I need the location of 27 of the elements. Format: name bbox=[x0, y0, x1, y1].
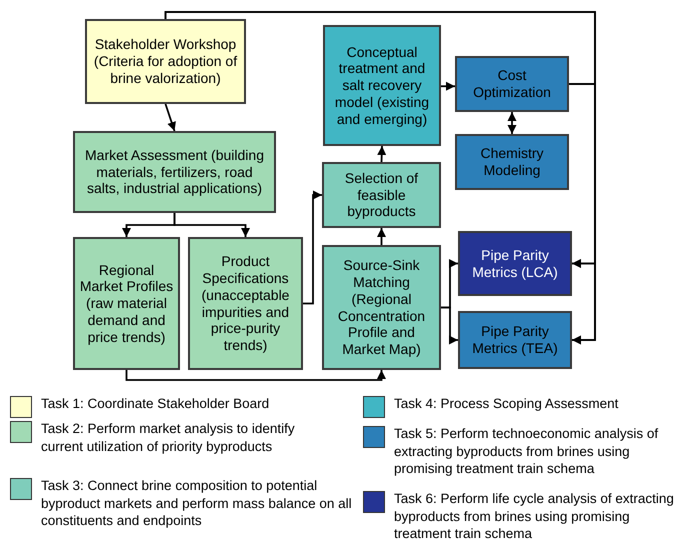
legend-text: Task 1: Coordinate Stakeholder Board bbox=[41, 395, 270, 413]
legend-text: Task 2: Perform market analysis to identify current utilization of priority byproducts bbox=[41, 420, 296, 456]
arrow bbox=[377, 146, 386, 162]
process-box: Market Assessment (building materials, fertilizers, road salts, industrial applications) bbox=[73, 131, 276, 213]
process-box: Conceptual treatment and salt recovery model (existing and emerging) bbox=[323, 25, 441, 146]
legend-text: Task 4: Process Scoping Assessment bbox=[394, 395, 618, 413]
process-box: Source-Sink Matching (Regional Concentration Profile and Market Map) bbox=[322, 245, 441, 370]
arrow bbox=[569, 83, 596, 344]
process-box: Pipe Parity Metrics (LCA) bbox=[458, 231, 572, 296]
arrow bbox=[164, 104, 176, 132]
arrow bbox=[508, 112, 516, 134]
process-box: Product Specifications (unacceptable impurities and price-purity trends) bbox=[188, 237, 303, 370]
process-box: Stakeholder Workshop (Criteria for adoption of brine valorization) bbox=[85, 19, 246, 104]
arrow bbox=[377, 228, 386, 245]
arrow bbox=[174, 213, 250, 237]
process-box: Selection of feasible byproducts bbox=[322, 162, 441, 228]
legend-text: Task 6: Perform life cycle analysis of extracting byproducts from brines using promising treatment train schema bbox=[394, 490, 675, 543]
arrow bbox=[126, 370, 386, 381]
arrow bbox=[441, 306, 458, 344]
legend-text: Task 5: Perform technoeconomic analysis of extracting byproducts from brines using promising treatment train schema bbox=[394, 425, 660, 478]
process-box: Pipe Parity Metrics (TEA) bbox=[458, 311, 572, 369]
process-box: Chemistry Modeling bbox=[455, 134, 569, 190]
process-box: Cost Optimization bbox=[455, 56, 569, 112]
legend-text: Task 3: Connect brine composition to potential byproduct markets and perform mass balance on all constituents and endpoints bbox=[41, 477, 353, 530]
arrow bbox=[441, 82, 455, 91]
arrow bbox=[303, 190, 322, 304]
process-box: Regional Market Profiles (raw material demand and price trends) bbox=[73, 237, 180, 370]
